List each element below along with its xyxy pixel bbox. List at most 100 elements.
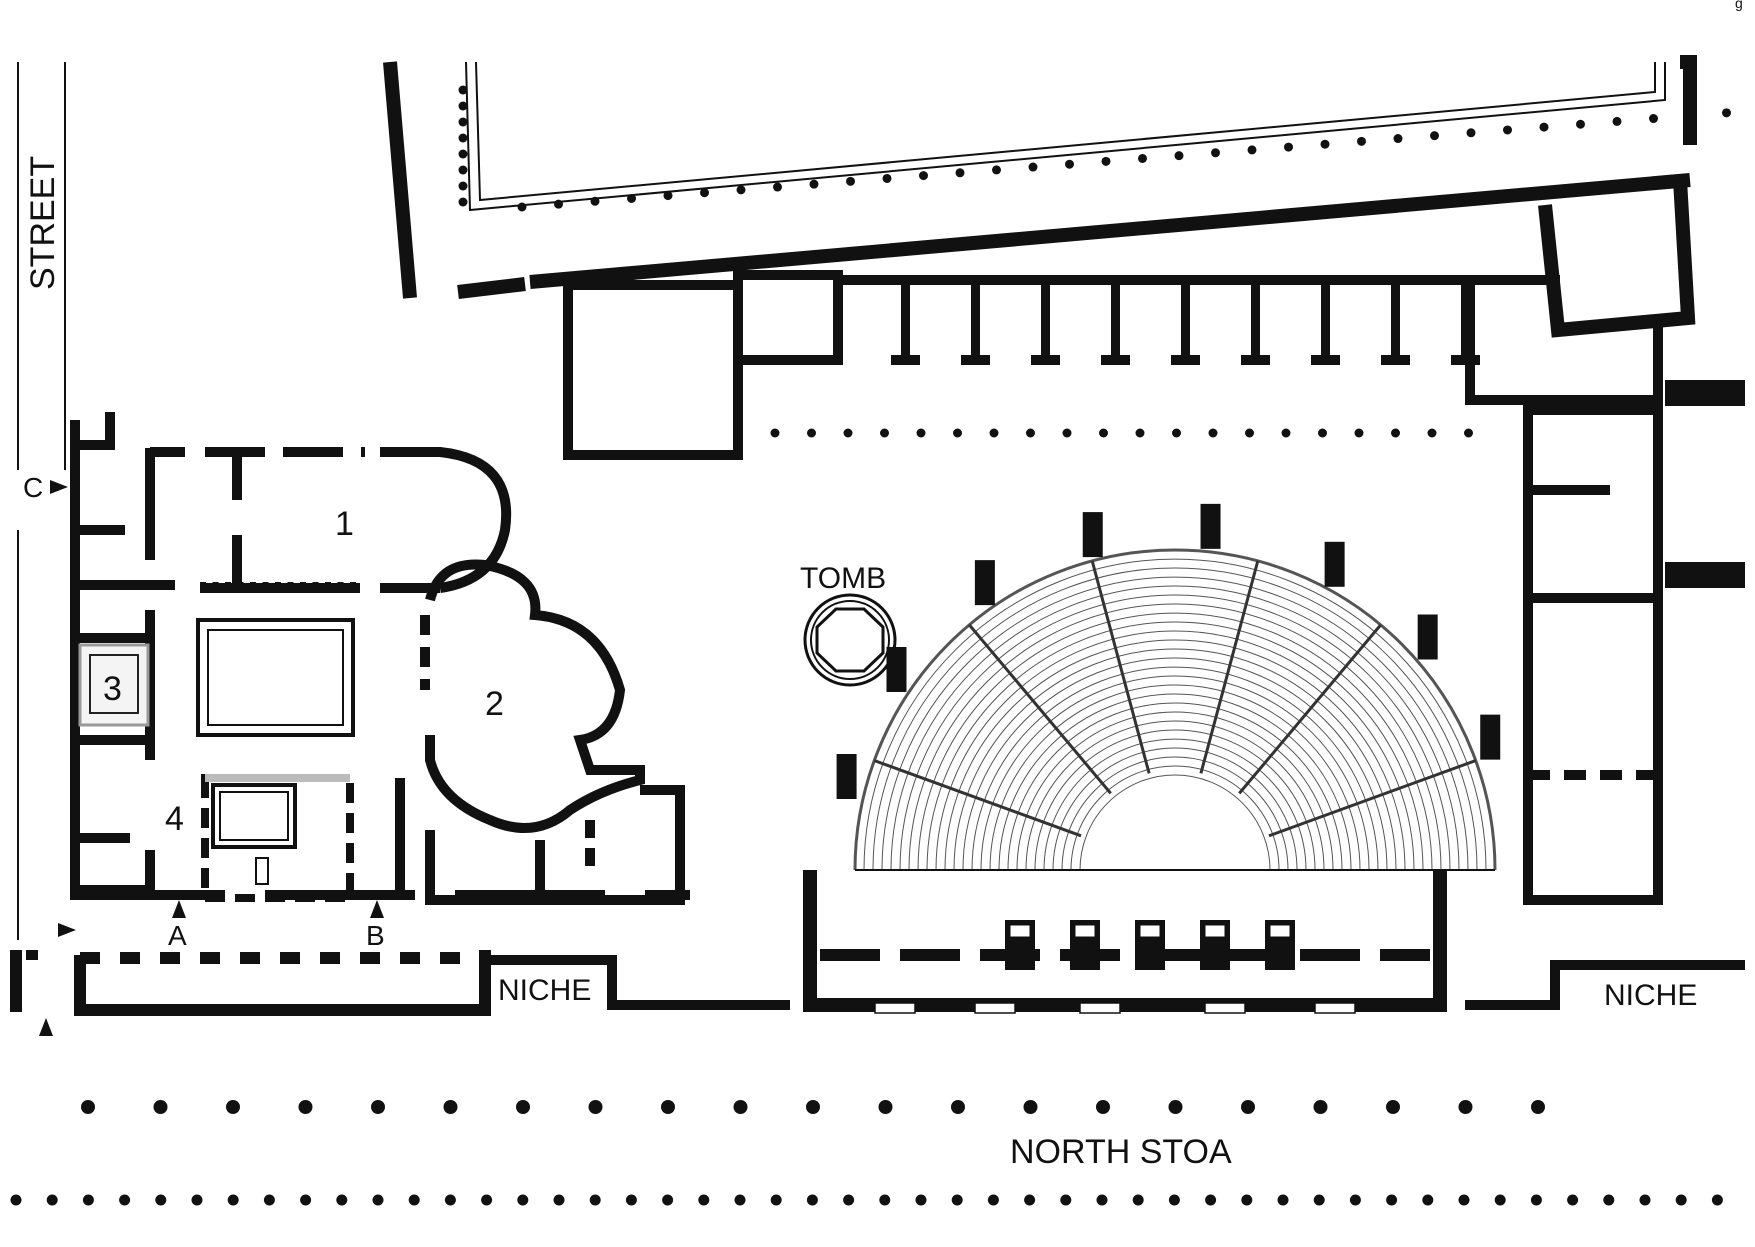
room-3-label: 3	[103, 670, 122, 708]
entrance-b-label: B	[366, 920, 385, 951]
column-dot	[661, 1100, 675, 1114]
column-dot	[662, 1195, 673, 1206]
column-dot	[1172, 429, 1181, 438]
column-dot	[1284, 143, 1293, 152]
entrance-c-label: C	[23, 472, 43, 503]
column-dot	[1060, 1195, 1071, 1206]
column-dot	[459, 134, 468, 143]
pier	[263, 582, 269, 590]
inner-colonnade	[771, 429, 1474, 438]
column-dot	[807, 1195, 818, 1206]
niche-right-label: NICHE	[1604, 979, 1697, 1012]
theater-aisles	[874, 561, 1475, 836]
court-west-wall	[390, 62, 410, 298]
buttress	[1325, 542, 1345, 587]
column-dot	[919, 171, 928, 180]
column-dot	[879, 1195, 890, 1206]
column-dot	[880, 429, 889, 438]
shop-pier-base	[1451, 355, 1480, 365]
column-dot	[916, 1195, 927, 1206]
seat-row	[972, 667, 1378, 870]
aisle	[969, 625, 1110, 794]
buttress	[975, 560, 995, 605]
column-dot	[47, 1195, 58, 1206]
entrance-left-jamb	[16, 950, 32, 1012]
shop-pier	[1041, 285, 1050, 360]
room4	[205, 778, 400, 898]
pier	[200, 582, 206, 590]
west-complex-north-stub	[75, 412, 110, 445]
north-stoa-colonnade-inner	[81, 1100, 1545, 1114]
court-outline-outer	[466, 62, 1665, 210]
column-dot	[1211, 148, 1220, 157]
column-dot	[83, 1195, 94, 1206]
peristyle-inner	[208, 630, 343, 725]
buttress	[886, 647, 906, 692]
column-dot	[459, 118, 468, 127]
shop-pier-base	[1381, 355, 1410, 365]
column-dot	[1205, 1195, 1216, 1206]
column-dot	[700, 188, 709, 197]
column-dot	[1386, 1195, 1397, 1206]
column-dot	[1459, 1195, 1470, 1206]
column-dot	[264, 1195, 275, 1206]
step	[975, 1003, 1015, 1013]
column-dot	[81, 1100, 95, 1114]
column-dot	[992, 165, 1001, 174]
shop-large-room	[568, 285, 738, 455]
column-dot	[11, 1195, 22, 1206]
shop-pier	[971, 285, 980, 360]
column-dot	[771, 1195, 782, 1206]
street-label: STREET	[24, 156, 62, 290]
court-ne-room	[1545, 180, 1688, 330]
column-dot	[589, 1100, 603, 1114]
column-dot	[459, 86, 468, 95]
shop-pier-base	[1241, 355, 1270, 365]
entrance-arrow-b	[370, 900, 384, 918]
shop-pier-base	[961, 355, 990, 365]
column-dot	[459, 150, 468, 159]
column-dot	[990, 429, 999, 438]
column-dot	[459, 198, 468, 207]
pier	[300, 582, 306, 590]
column-dot	[1024, 1100, 1038, 1114]
column-dot	[1531, 1100, 1545, 1114]
column-dot	[154, 1100, 168, 1114]
column-dot	[1318, 429, 1327, 438]
seat-row	[882, 577, 1468, 870]
column-dot	[1169, 1100, 1183, 1114]
seat-row	[945, 640, 1405, 870]
page-marker: g	[1735, 0, 1743, 11]
entrance-a-label: A	[168, 920, 187, 951]
column-dot	[1576, 120, 1585, 129]
tomb-inner-ring	[811, 601, 889, 679]
stage-pier-cap	[1075, 925, 1095, 937]
shop-pier	[1251, 285, 1260, 360]
room-2-label: 2	[485, 685, 504, 723]
column-dot	[1428, 429, 1437, 438]
column-dot	[1314, 1195, 1325, 1206]
tomb: TOMB	[800, 562, 895, 685]
pier	[325, 582, 331, 590]
column-dot	[1245, 429, 1254, 438]
column-dot	[444, 1100, 458, 1114]
buttress	[1083, 512, 1103, 557]
entrance-arrow-street	[58, 923, 76, 937]
seat-row	[963, 658, 1387, 870]
buttress	[1201, 504, 1221, 549]
column-dot	[373, 1195, 384, 1206]
column-dot	[1102, 157, 1111, 166]
shop-pier	[1461, 285, 1470, 360]
column-dot	[1640, 1195, 1651, 1206]
column-dot	[1063, 429, 1072, 438]
column-dot	[1321, 140, 1330, 149]
theater-seat-rows	[855, 550, 1495, 870]
room4-small-feature	[256, 858, 268, 884]
column-dot	[517, 1195, 528, 1206]
pier	[350, 582, 356, 590]
column-dot	[228, 1195, 239, 1206]
pier	[225, 582, 231, 590]
step	[1080, 1003, 1120, 1013]
room4-outer	[205, 778, 350, 898]
